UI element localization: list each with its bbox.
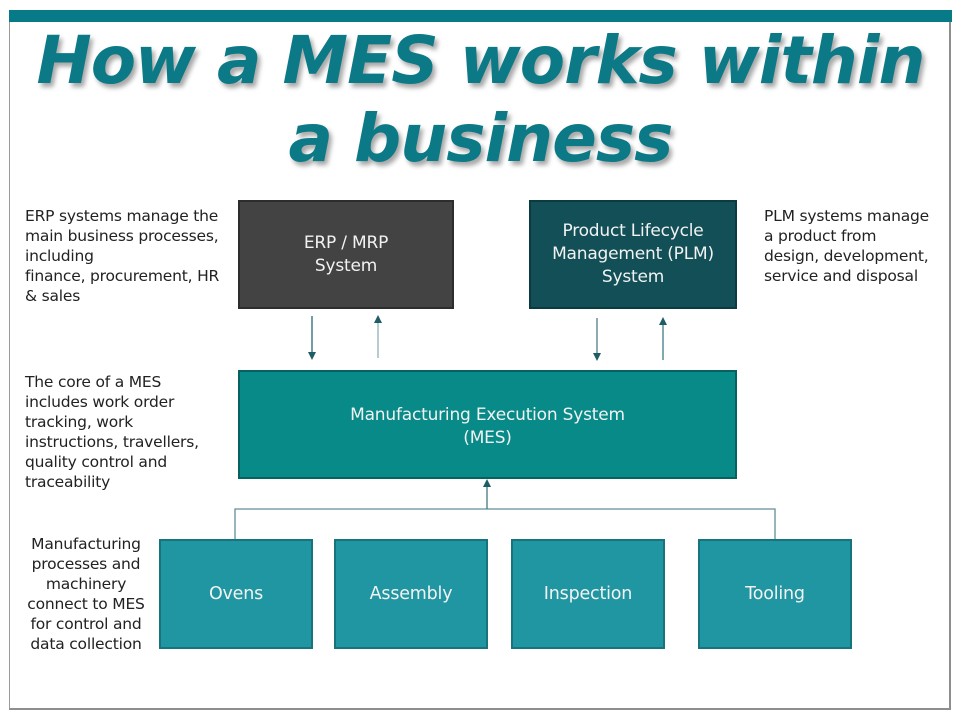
plm-box-label: System	[601, 267, 665, 287]
erp-description-line: main business processes,	[25, 227, 219, 245]
erp-mrp-system-box: ERP / MRP System	[238, 200, 454, 309]
mes-description-line: The core of a MES	[25, 373, 162, 391]
erp-box-label: ERP / MRP	[303, 232, 389, 253]
mes-box-label: (MES)	[463, 428, 512, 448]
plm-box-label: Management (PLM)	[552, 244, 714, 264]
process-box-ovens: Ovens	[159, 539, 313, 649]
plm-system-box: Product Lifecycle Management (PLM) Syste…	[529, 200, 737, 309]
mes-description-line: quality control and	[25, 453, 167, 471]
erp-description-line: ERP systems manage the	[25, 207, 219, 225]
processes-description-line: for control and	[30, 615, 142, 633]
header-accent-bar	[9, 10, 952, 22]
page-title: How a MES works within a business	[9, 22, 952, 178]
erp-box-label: System	[314, 255, 378, 276]
process-box-assembly: Assembly	[334, 539, 488, 649]
title-line-1: How a MES works within	[36, 22, 925, 99]
mes-box-label: Manufacturing Execution System	[350, 405, 625, 425]
plm-description: PLM systems manage a product from design…	[764, 206, 929, 286]
mes-description-line: instructions, travellers,	[25, 433, 199, 451]
processes-description-line: machinery	[45, 575, 127, 593]
process-box-tooling: Tooling	[698, 539, 852, 649]
process-label: Tooling	[745, 583, 805, 604]
process-label: Assembly	[369, 583, 453, 604]
processes-description-line: processes and	[31, 555, 141, 573]
plm-description-line: a product from	[764, 227, 877, 245]
processes-description-line: data collection	[30, 635, 142, 653]
erp-description-line: finance, procurement, HR	[25, 267, 220, 285]
processes-description: Manufacturing processes and machinery co…	[22, 534, 150, 654]
plm-box-label: Product Lifecycle	[562, 221, 704, 241]
mes-system-box: Manufacturing Execution System (MES)	[238, 370, 737, 479]
process-box-inspection: Inspection	[511, 539, 665, 649]
process-label: Ovens	[208, 583, 264, 604]
processes-description-line: Manufacturing	[31, 535, 141, 553]
plm-description-line: design, development,	[764, 247, 929, 265]
erp-description: ERP systems manage the main business pro…	[25, 206, 219, 306]
title-line-2: a business	[288, 100, 674, 177]
erp-description-line: & sales	[25, 287, 81, 305]
processes-description-line: connect to MES	[27, 595, 145, 613]
mes-description-line: includes work order	[25, 393, 175, 411]
plm-description-line: service and disposal	[764, 267, 918, 285]
mes-description: The core of a MES includes work order tr…	[25, 372, 199, 492]
plm-description-line: PLM systems manage	[764, 207, 930, 225]
slide-frame	[9, 10, 951, 710]
mes-description-line: traceability	[25, 473, 111, 491]
process-label: Inspection	[543, 583, 633, 604]
erp-description-line: including	[25, 247, 94, 265]
mes-description-line: tracking, work	[25, 413, 133, 431]
